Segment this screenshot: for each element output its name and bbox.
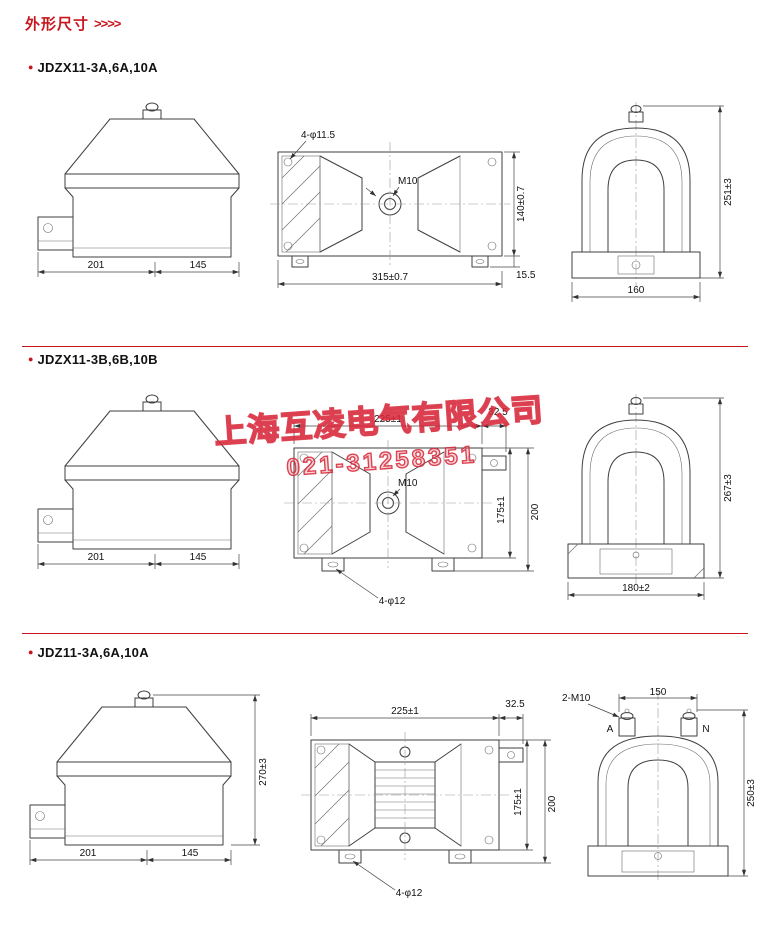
s2-end-body xyxy=(567,394,705,584)
s1-end-view: 251±3 160 xyxy=(571,102,734,302)
section-title-3: ● JDZ11-3A,6A,10A xyxy=(28,645,149,660)
s2-front-body xyxy=(37,394,240,550)
s3-end-terminal-a-label: A xyxy=(607,724,614,735)
s3-front-body xyxy=(29,690,232,846)
s2-front-dimensions: 201 145 xyxy=(37,544,240,569)
s2-plan-bolt-label: M10 xyxy=(398,478,418,489)
s1-end-width-label: 160 xyxy=(628,285,645,296)
page-title: 外形尺寸 xyxy=(25,16,90,33)
s1-end-height-label: 251±3 xyxy=(723,178,734,206)
s2-plan-offset-label: 32.5 xyxy=(488,407,508,418)
s1-front-view: 201 145 xyxy=(37,102,240,277)
s3-plan-dimensions: 225±1 32.5 175±1 200 4-φ12 xyxy=(310,699,558,899)
section-title-text: JDZ11-3A,6A,10A xyxy=(37,645,149,660)
s3-end-body: A N xyxy=(587,690,729,882)
s1-front-body xyxy=(37,102,240,258)
s3-end-dimensions: 2-M10 150 250±3 xyxy=(562,687,757,877)
s1-plan-body xyxy=(270,142,510,268)
s3-end-width-label: 150 xyxy=(650,687,667,698)
s2-plan-body xyxy=(284,440,507,572)
s2-plan-dimensions: 225±1 32.5 M10 175±1 200 4-φ12 xyxy=(293,407,541,607)
bullet-icon: ● xyxy=(28,354,34,364)
s3-plan-body xyxy=(301,732,524,864)
s3-front-view: 270±3 201 145 xyxy=(29,690,269,865)
section-divider xyxy=(22,633,748,634)
s2-front-dim-201: 201 xyxy=(88,552,105,563)
s3-plan-inner-height-label: 175±1 xyxy=(513,788,524,816)
s2-end-view: 267±3 180±2 xyxy=(567,394,734,600)
s2-front-dim-145: 145 xyxy=(190,552,207,563)
s3-plan-holes-label: 4-φ12 xyxy=(396,888,423,899)
bullet-icon: ● xyxy=(28,647,34,657)
s1-front-dimensions: 201 145 xyxy=(37,252,240,277)
s3-plan-width-label: 225±1 xyxy=(391,706,419,717)
s1-plan-foot-label: 15.5 xyxy=(516,270,536,281)
s3-front-dim-201: 201 xyxy=(80,848,97,859)
s2-plan-holes-label: 4-φ12 xyxy=(379,596,406,607)
s1-plan-width-label: 315±0.7 xyxy=(372,272,409,283)
s2-front-view: 201 145 xyxy=(37,394,240,569)
s2-end-width-label: 180±2 xyxy=(622,583,650,594)
s1-front-dim-145: 145 xyxy=(190,260,207,271)
s3-front-height-label: 270±3 xyxy=(258,758,269,786)
s3-front-dimensions: 270±3 201 145 xyxy=(29,694,269,865)
s1-plan-holes-label: 4-φ11.5 xyxy=(301,130,336,141)
s3-end-height-label: 250±3 xyxy=(746,779,757,807)
s3-front-dim-145: 145 xyxy=(182,848,199,859)
s2-end-height-label: 267±3 xyxy=(723,474,734,502)
s1-plan-dimensions: 4-φ11.5 M10 140±0.7 15.5 315±0.7 xyxy=(277,130,536,288)
section-title-2: ● JDZX11-3B,6B,10B xyxy=(28,352,158,367)
s2-plan-view: 225±1 32.5 M10 175±1 200 4-φ12 xyxy=(284,407,541,607)
s3-end-terminal-n-label: N xyxy=(702,724,709,735)
s1-plan-view: 4-φ11.5 M10 140±0.7 15.5 315±0.7 xyxy=(270,130,536,288)
section-title-1: ● JDZX11-3A,6A,10A xyxy=(28,60,158,75)
section-divider xyxy=(22,346,748,347)
s3-end-bolts-label: 2-M10 xyxy=(562,693,591,704)
s3-plan-height-label: 200 xyxy=(547,795,558,812)
s1-front-dim-201: 201 xyxy=(88,260,105,271)
s3-end-view: A N 2-M10 150 250±3 xyxy=(562,687,757,882)
s2-plan-height-label: 200 xyxy=(530,503,541,520)
section-title-text: JDZX11-3B,6B,10B xyxy=(37,352,158,367)
s1-end-dimensions: 251±3 160 xyxy=(571,105,734,302)
s2-end-dimensions: 267±3 180±2 xyxy=(567,397,734,600)
s3-plan-view: 225±1 32.5 175±1 200 4-φ12 xyxy=(301,699,558,899)
s1-end-body xyxy=(571,102,701,286)
section-title-text: JDZX11-3A,6A,10A xyxy=(37,60,158,75)
header-arrows-icon: >>>> xyxy=(94,16,121,31)
s1-plan-height-label: 140±0.7 xyxy=(516,186,527,223)
page-header: 外形尺寸 >>>> xyxy=(25,13,121,34)
bullet-icon: ● xyxy=(28,62,34,72)
s2-plan-inner-height-label: 175±1 xyxy=(496,496,507,524)
s2-plan-width-label: 225±1 xyxy=(374,414,402,425)
s3-plan-offset-label: 32.5 xyxy=(505,699,525,710)
s1-plan-bolt-label: M10 xyxy=(398,176,418,187)
